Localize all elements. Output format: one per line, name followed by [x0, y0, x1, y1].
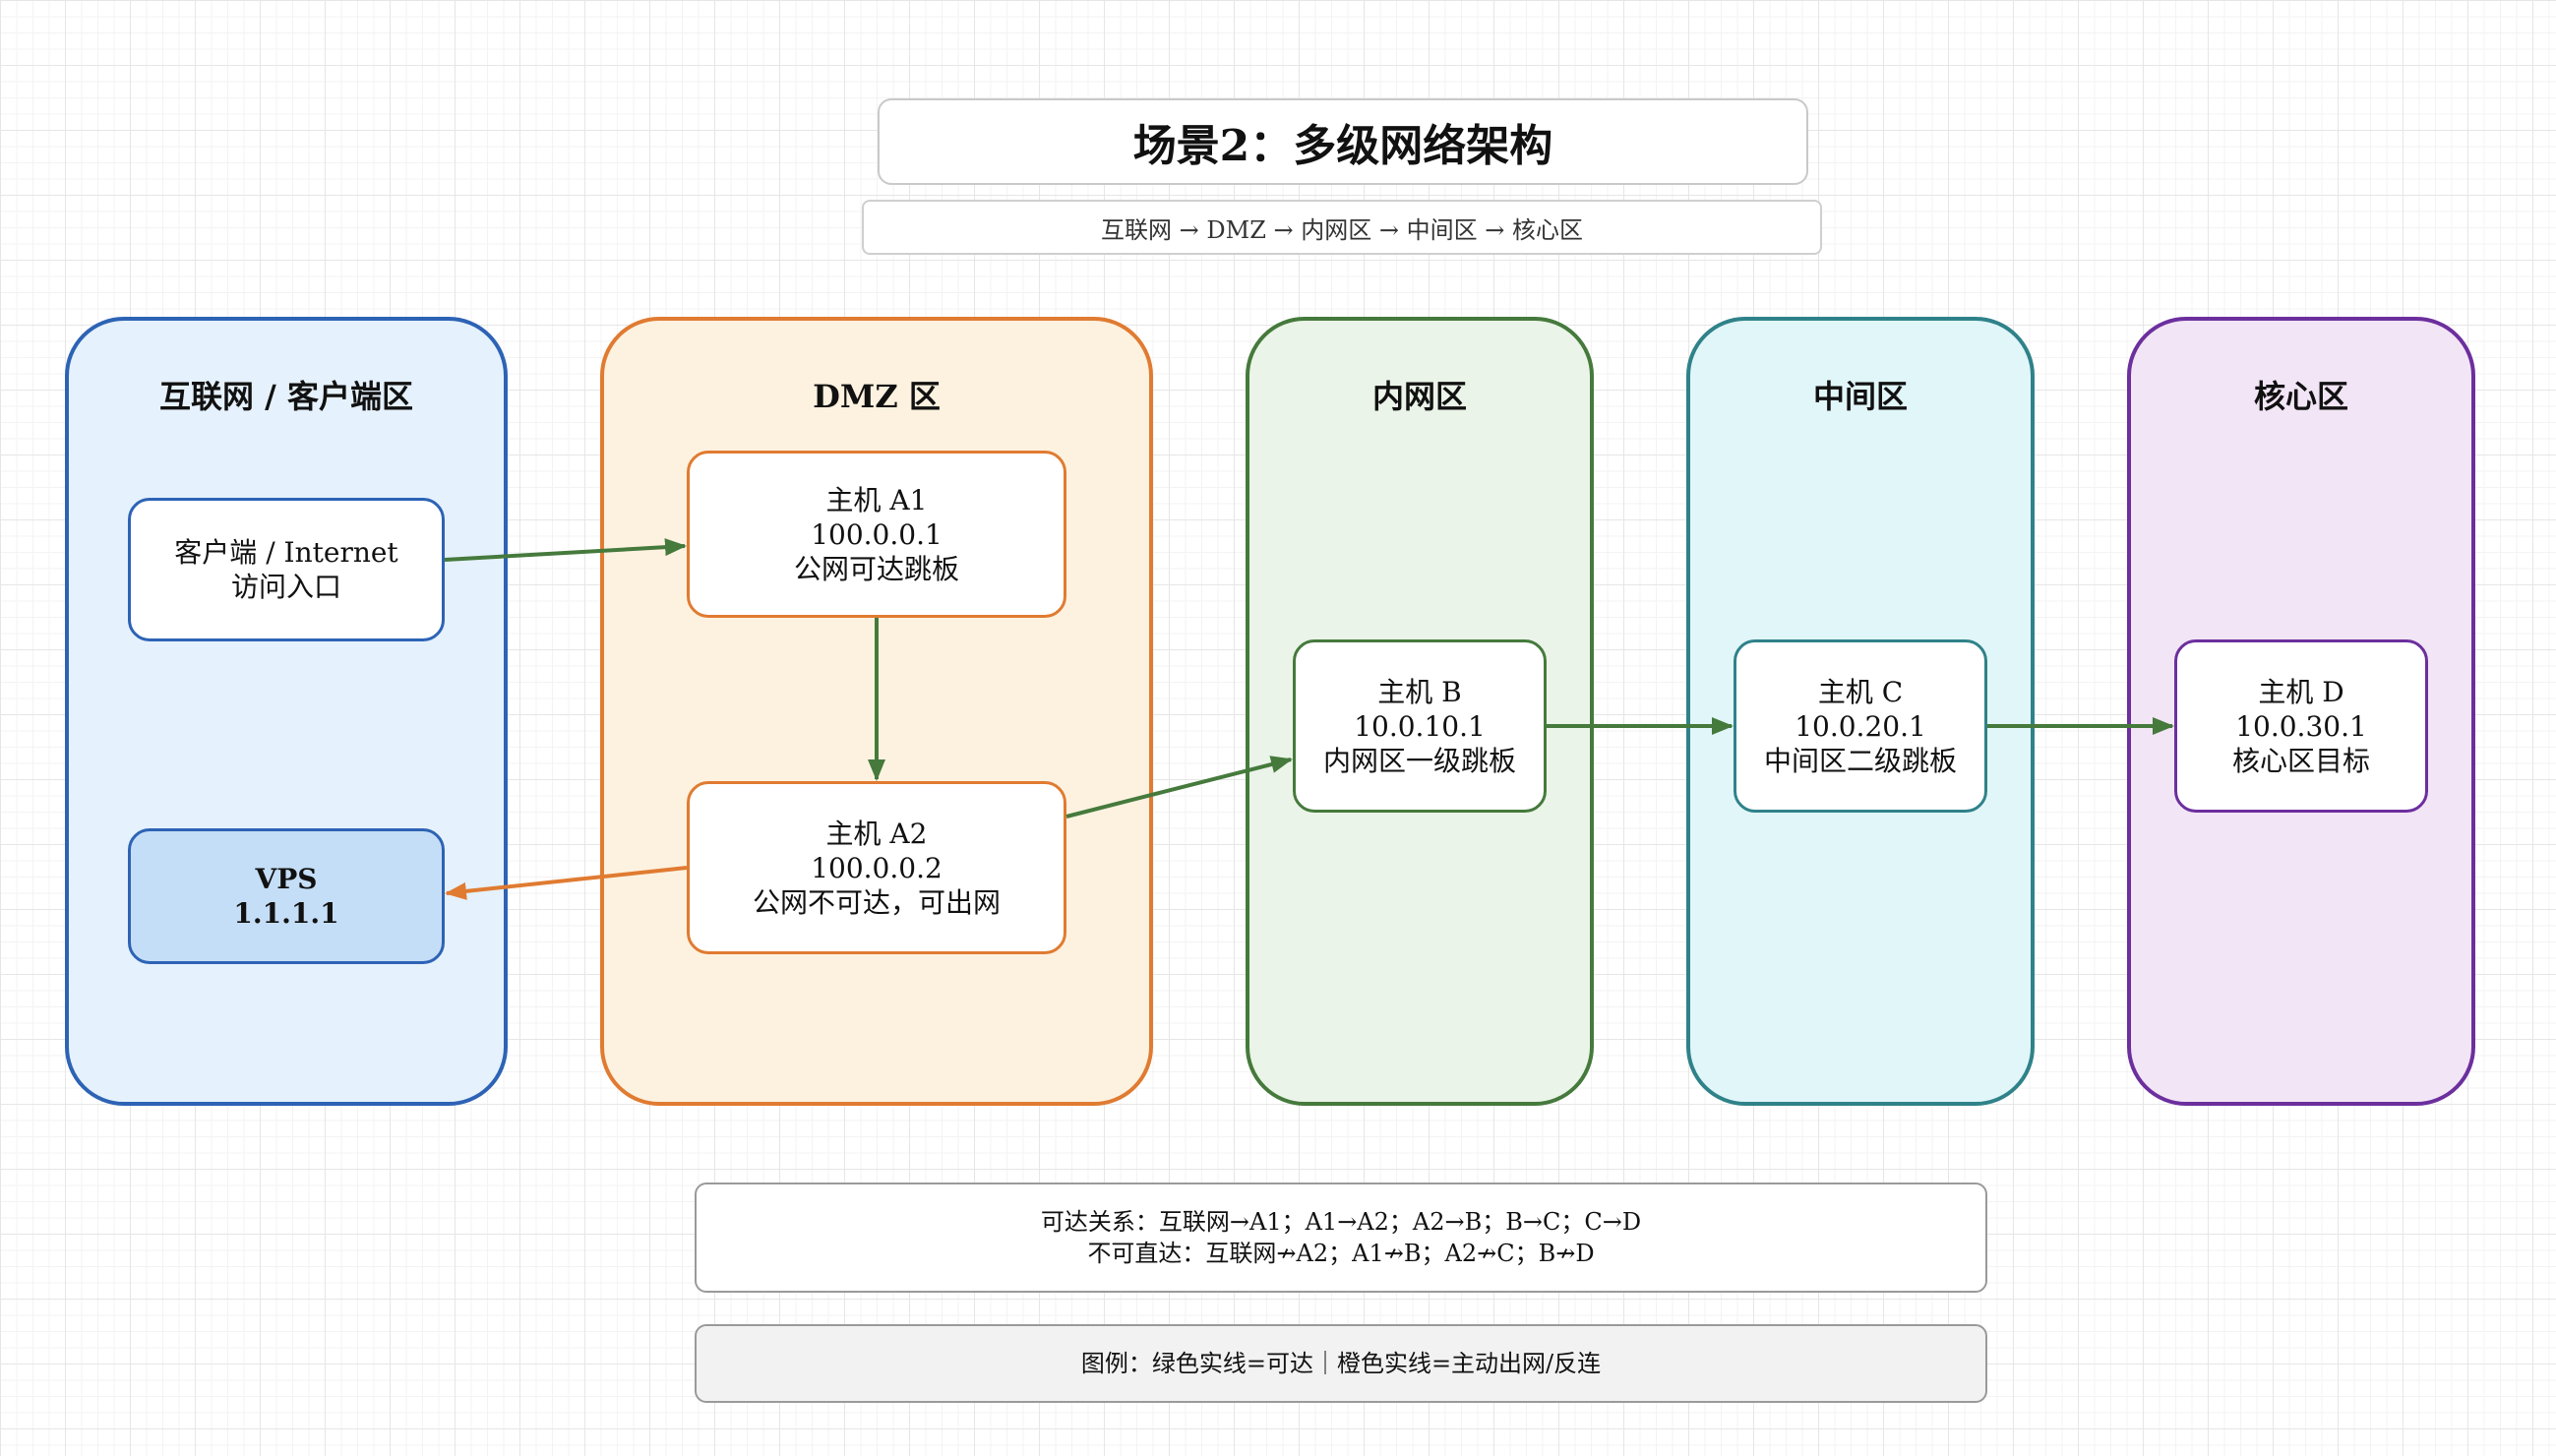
node-a1-line3: 公网可达跳板	[793, 552, 959, 585]
node-vps[interactable]: VPS 1.1.1.1	[128, 828, 445, 964]
node-a1-line2: 100.0.0.1	[811, 517, 943, 551]
node-host-a1[interactable]: 主机 A1 100.0.0.1 公网可达跳板	[687, 451, 1066, 618]
node-client-line2: 访问入口	[230, 571, 341, 603]
node-host-b[interactable]: 主机 B 10.0.10.1 内网区一级跳板	[1293, 639, 1547, 813]
node-b-line1: 主机 B	[1377, 675, 1462, 708]
node-vps-line2: 1.1.1.1	[233, 897, 339, 930]
arrow-a2-to-vps	[445, 866, 688, 900]
node-client-line1: 客户端 / Internet	[174, 536, 398, 569]
node-c-line2: 10.0.20.1	[1795, 709, 1926, 743]
reachable-text: 可达关系：互联网→A1；A1→A2；A2→B；B→C；C→D	[1040, 1208, 1642, 1236]
arrow-client-to-a1	[444, 538, 687, 562]
zone-core-label: 核心区	[2253, 378, 2348, 415]
node-a1-line1: 主机 A1	[825, 483, 928, 516]
node-c-line1: 主机 C	[1817, 675, 1904, 708]
reachability-summary: 可达关系：互联网→A1；A1→A2；A2→B；B→C；C→D 不可直达：互联网↛…	[695, 1183, 1987, 1293]
node-d-line1: 主机 D	[2258, 675, 2344, 708]
node-client[interactable]: 客户端 / Internet 访问入口	[128, 498, 445, 641]
arrow-a2-to-b	[1065, 756, 1293, 819]
legend: 图例：绿色实线=可达｜橙色实线=主动出网/反连	[695, 1324, 1987, 1403]
unreachable-text: 不可直达：互联网↛A2；A1↛B；A2↛C；B↛D	[1087, 1240, 1595, 1267]
node-host-c[interactable]: 主机 C 10.0.20.1 中间区二级跳板	[1734, 639, 1987, 813]
node-host-a2[interactable]: 主机 A2 100.0.0.2 公网不可达，可出网	[687, 781, 1066, 954]
zone-internet-label: 互联网 / 客户端区	[159, 378, 413, 415]
zone-dmz-label: DMZ 区	[813, 378, 941, 415]
zone-internet: 互联网 / 客户端区	[65, 317, 508, 1106]
node-d-line2: 10.0.30.1	[2235, 709, 2367, 743]
zone-middle-label: 中间区	[1812, 378, 1908, 415]
node-host-d[interactable]: 主机 D 10.0.30.1 核心区目标	[2174, 639, 2428, 813]
node-b-line3: 内网区一级跳板	[1322, 744, 1516, 777]
diagram-subtitle: 互联网 → DMZ → 内网区 → 中间区 → 核心区	[862, 200, 1822, 255]
node-a2-line1: 主机 A2	[825, 817, 928, 850]
node-vps-line1: VPS	[255, 863, 318, 895]
node-b-line2: 10.0.10.1	[1354, 709, 1486, 743]
node-a2-line3: 公网不可达，可出网	[752, 885, 1001, 919]
node-c-line3: 中间区二级跳板	[1763, 744, 1957, 777]
node-a2-line2: 100.0.0.2	[811, 851, 943, 884]
node-d-line3: 核心区目标	[2231, 744, 2370, 777]
zone-intranet-label: 内网区	[1371, 378, 1467, 415]
diagram-title: 场景2：多级网络架构	[878, 98, 1808, 185]
